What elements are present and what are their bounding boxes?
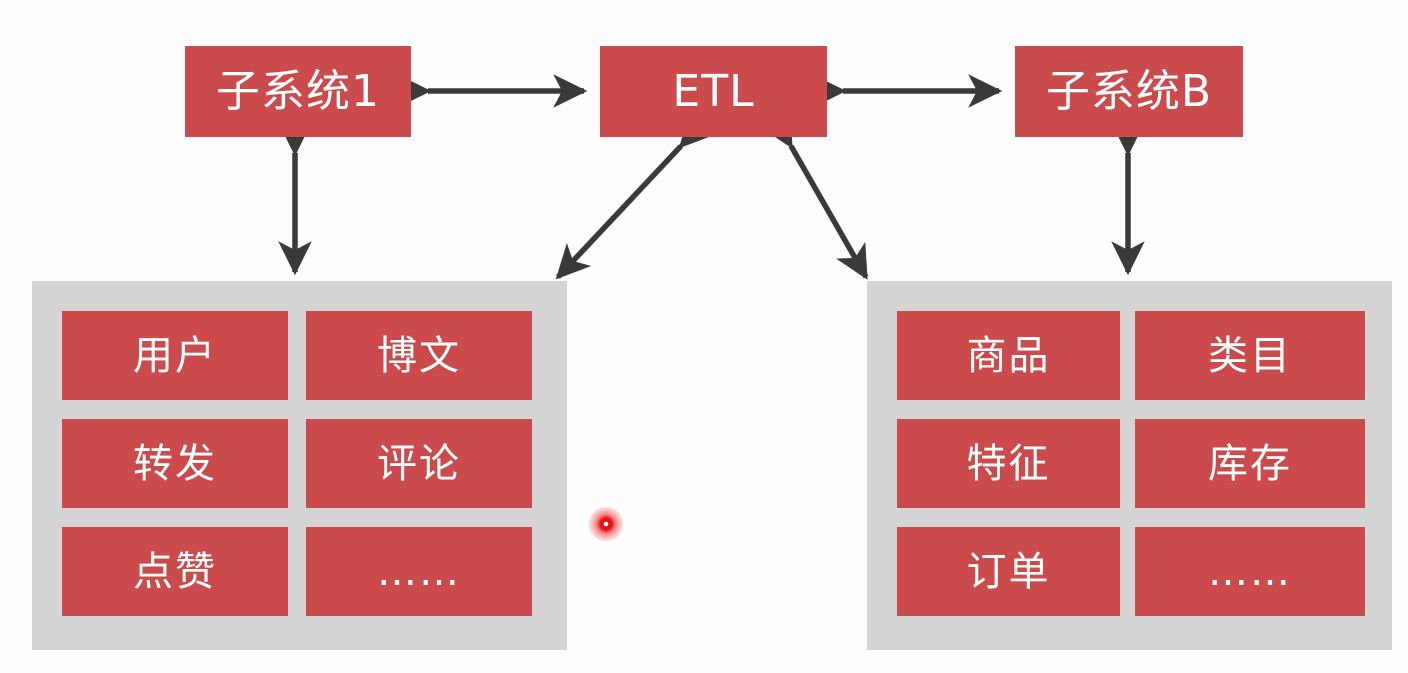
leaf-post[interactable]: 博文 [306, 311, 532, 400]
leaf-user-label: 用户 [133, 332, 217, 379]
node-subsystem-1-label: 子系统1 [216, 65, 380, 117]
leaf-product[interactable]: 商品 [897, 311, 1120, 400]
leaf-comment[interactable]: 评论 [306, 419, 532, 508]
leaf-like-label: 点赞 [133, 548, 217, 595]
node-subsystem-b[interactable]: 子系统B [1015, 46, 1243, 137]
leaf-order[interactable]: 订单 [897, 527, 1120, 616]
connector-etl-rightgroup [761, 110, 869, 280]
leaf-repost-label: 转发 [133, 440, 217, 487]
leaf-like[interactable]: 点赞 [62, 527, 288, 616]
leaf-more-right-label: …… [1208, 548, 1292, 595]
node-etl-label: ETL [672, 65, 755, 117]
leaf-repost[interactable]: 转发 [62, 419, 288, 508]
leaf-more-left[interactable]: …… [306, 527, 532, 616]
leaf-product-label: 商品 [966, 332, 1051, 379]
leaf-comment-label: 评论 [377, 440, 461, 487]
leaf-category-label: 类目 [1208, 332, 1292, 379]
leaf-feature[interactable]: 特征 [897, 419, 1120, 508]
node-subsystem-b-label: 子系统B [1045, 65, 1213, 117]
click-marker-icon [589, 507, 623, 541]
leaf-stock-label: 库存 [1208, 440, 1292, 487]
leaf-user[interactable]: 用户 [62, 311, 288, 400]
leaf-feature-label: 特征 [966, 440, 1051, 487]
leaf-more-left-label: …… [377, 548, 461, 595]
leaf-category[interactable]: 类目 [1135, 311, 1365, 400]
leaf-more-right[interactable]: …… [1135, 527, 1365, 616]
node-subsystem-1[interactable]: 子系统1 [185, 46, 411, 137]
node-etl[interactable]: ETL [600, 46, 827, 137]
connector-etl-leftgroup [555, 112, 715, 280]
leaf-order-label: 订单 [966, 548, 1051, 595]
leaf-post-label: 博文 [377, 332, 461, 379]
leaf-stock[interactable]: 库存 [1135, 419, 1365, 508]
